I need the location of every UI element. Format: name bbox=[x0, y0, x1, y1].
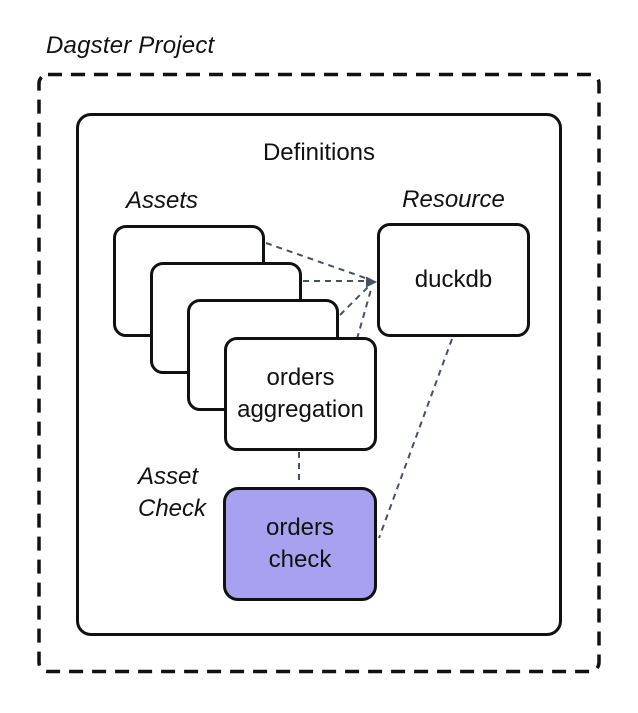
duckdb-node: duckdb bbox=[377, 223, 530, 337]
project-label: Dagster Project bbox=[46, 32, 215, 59]
resource-label: Resource bbox=[402, 186, 505, 213]
definitions-label: Definitions bbox=[262, 139, 376, 166]
asset-card-orders-aggregation: orders aggregation bbox=[224, 337, 377, 451]
assets-label: Assets bbox=[126, 187, 199, 214]
asset-check-label: Asset Check bbox=[138, 463, 207, 522]
duckdb-label: duckdb bbox=[414, 266, 493, 293]
orders-check-label: orders check bbox=[265, 514, 335, 573]
orders-aggregation-label: orders aggregation bbox=[237, 364, 364, 423]
orders-check-node: orders check bbox=[223, 487, 377, 601]
